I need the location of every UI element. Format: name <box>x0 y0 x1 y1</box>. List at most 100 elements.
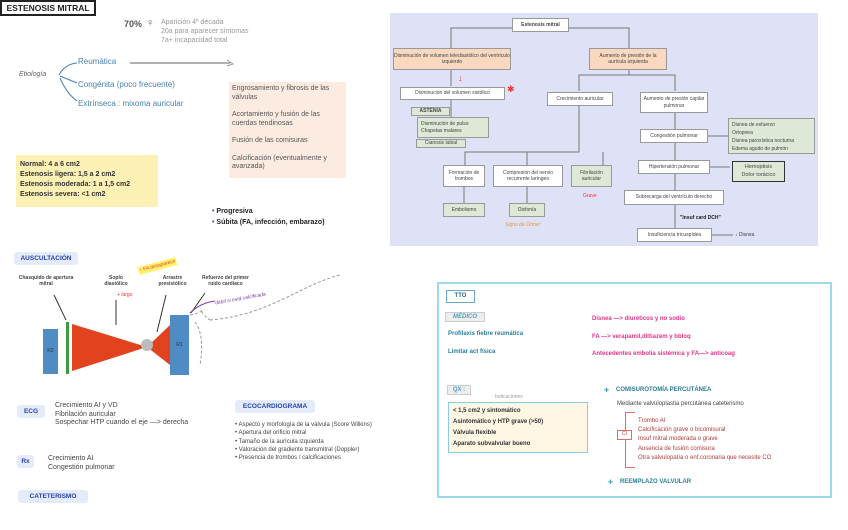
ci-label: CI <box>617 430 632 440</box>
onset-item: Progresiva <box>216 208 253 215</box>
ecg-item: Sospechar HTP cuando el eje —> derecha <box>55 419 189 426</box>
arrastre-label: Arrastre presistólico <box>158 275 187 287</box>
tto-label: TTO <box>446 290 475 303</box>
flow-tricusp: Insuficiencia tricuspídea <box>637 228 712 242</box>
eco-list: • Aspecto y morfología de la válvula (Sc… <box>235 422 372 462</box>
severity-item: Normal: 4 a 6 cm2 <box>20 161 80 168</box>
pink-item: Antecedentes embolia sistémica y FA—> an… <box>592 351 735 357</box>
eco-label: ECOCARDIOGRAMA <box>235 400 315 413</box>
ci-item: Otra valvulopatía o enf.coronaria que ne… <box>638 454 772 461</box>
medico-item: Profilaxis fiebre reumática <box>448 331 524 337</box>
pink-item: Disnea —> diuréticos y no sodio <box>592 316 685 322</box>
flow-aum-pres: Aumento de presión de la aurícula izquie… <box>589 48 667 70</box>
indicaciones-label: Indicaciones <box>495 394 523 400</box>
flow-astenia: ASTENIA <box>411 107 450 116</box>
comisurotomia-title: COMISUROTOMÍA PERCUTÁNEA <box>616 387 712 393</box>
chasquido-label: Chasquido de apertura mitral <box>18 275 74 287</box>
severity-item: Estenosis severa: <1 cm2 <box>20 191 106 198</box>
flow-aum-cap: Aumento de presión capilar pulmonar <box>640 92 708 113</box>
flow-disnea-down: ↓ Disnea <box>735 232 755 238</box>
soplo-label: Soplo diastólico <box>104 275 128 287</box>
medico-label: MÉDICO <box>445 312 485 322</box>
disnea-item: Disnea paroxística nocturna <box>732 138 794 144</box>
reemplazo-title: REEMPLAZO VALVULAR <box>620 479 692 485</box>
female-symbol-icon: ♀ <box>146 17 155 29</box>
r1-bar: R1 <box>170 315 189 375</box>
tto-panel <box>437 282 832 498</box>
eco-item: Apertura del orificio mitral <box>238 430 307 437</box>
rx-item: Congestión pulmonar <box>48 463 115 471</box>
severity-item: Estenosis ligera: 1,5 a 2 cm2 <box>20 171 116 178</box>
effect: Fusión de las comisuras <box>232 137 308 144</box>
etiologia-connectors <box>58 59 235 102</box>
flow-trombos: Formación de trombos <box>443 165 485 187</box>
etiologia-reumatica: Reumática <box>78 57 117 66</box>
qx-item: < 1,5 cm2 y sintomático <box>453 408 521 414</box>
diastolic-murmur-shape <box>72 324 147 371</box>
rx-item: Crecimiento AI <box>48 455 94 462</box>
flowchart-connectors <box>450 27 733 236</box>
ecg-item: Fibrilación auricular <box>55 410 116 418</box>
qx-item: Aparato subvalvular bueno <box>453 441 531 447</box>
largo-note: + largo <box>117 292 133 298</box>
flow-grave: Grave <box>583 193 597 199</box>
rx-label: Rx <box>17 455 34 468</box>
etiologia-extrinseca: Extrínseca : mixoma auricular <box>78 99 184 108</box>
flow-sobrecarga: Sobrecarga del ventrículo derecho <box>624 190 724 205</box>
flow-htp: Hipertensión pulmonar <box>638 160 710 174</box>
note: 20a para aparecer síntomas <box>161 28 249 35</box>
flow-compresion: Compresión del nervio recurrente larínge… <box>493 165 563 187</box>
qx-item: Válvula flexible <box>453 430 497 436</box>
severity-item: Estenosis moderada: 1 a 1,5 cm2 <box>20 181 131 188</box>
opening-snap-bar <box>66 322 69 374</box>
flow-ortner: Signo de Ortner <box>505 222 541 228</box>
refuerzo-label: Refuerzo del primer ruido cardiaco <box>202 275 249 287</box>
disnea-item: Disnea de esfuerzo <box>732 122 776 128</box>
medico-item: Limitar act física <box>448 349 496 355</box>
flow-congestion: Congestión pulmonar <box>640 129 708 143</box>
ci-item: Trombo AI <box>638 418 666 424</box>
presystolic-murmur-shape <box>147 325 170 365</box>
pink-item: FA —> verapamil,diltiazem y bbloq <box>592 334 691 340</box>
female-percent: 70% <box>124 19 143 29</box>
note: 7a+ incapacidad total <box>161 37 228 44</box>
note: Aparición 4ª década <box>161 19 224 26</box>
opening-snap-circle <box>141 339 153 351</box>
flow-dim-vol: Disminución de volumen telediastólico de… <box>393 48 511 70</box>
ecg-label: ECG <box>17 405 45 418</box>
arrow-down-icon: ↓ <box>458 73 463 83</box>
page-title: ESTENOSIS MITRAL <box>0 0 96 16</box>
auscultation-diagram <box>53 274 341 374</box>
reumatica-effects-box: Engrosamiento y fibrosis de las válvulas… <box>229 82 346 178</box>
flow-disfonia: Disfonía <box>509 203 545 217</box>
r2-bar: R2 <box>43 329 58 374</box>
qx-item: Asintomático y HTP grave (>50) <box>453 419 544 425</box>
flow-hemoptisis: Hemoptisis Dolor torácico <box>732 161 785 182</box>
etiologia-congenita: Congénita (poco frecuente) <box>78 80 175 89</box>
flow-cianosis: Cianosis labial <box>416 139 466 148</box>
disnea-item: Edema agudo de pulmón <box>732 146 788 152</box>
eco-item: Aspecto y morfología de la válvula (Scor… <box>238 422 372 428</box>
etiologia-label: Etiología <box>19 71 47 78</box>
onset-list: • Progresiva • Súbita (FA, infección, em… <box>212 208 325 226</box>
cateterismo-label: CATETERISMO <box>18 490 88 503</box>
disnea-item: Ortopnea <box>732 130 753 136</box>
ecg-item: Crecimiento AI y VD <box>55 402 118 409</box>
effect: Calcificación (eventualmente y avanzada) <box>232 154 327 171</box>
flow-dim-sist: Disminución del volumen sistólico <box>400 87 505 100</box>
syringe-icon: ✚ <box>608 480 614 486</box>
flow-root: Estenosis mitral <box>512 18 569 32</box>
ci-item: Ausencia de fusión comisura <box>638 445 715 452</box>
effect: Acortamiento y fusión de las cuerdas ten… <box>232 111 320 127</box>
effect: Engrosamiento y fibrosis de las válvulas <box>232 85 330 101</box>
onset-item: Súbita (FA, infección, embarazo) <box>216 219 325 226</box>
flow-crec-aur: Crecimiento auricular <box>547 92 613 106</box>
eco-item: Presencia de trombos / calcificaciones <box>238 455 341 462</box>
syringe-icon: ✚ <box>604 388 610 394</box>
flow-insuf-note: "Insuf card DCH" <box>680 215 721 221</box>
